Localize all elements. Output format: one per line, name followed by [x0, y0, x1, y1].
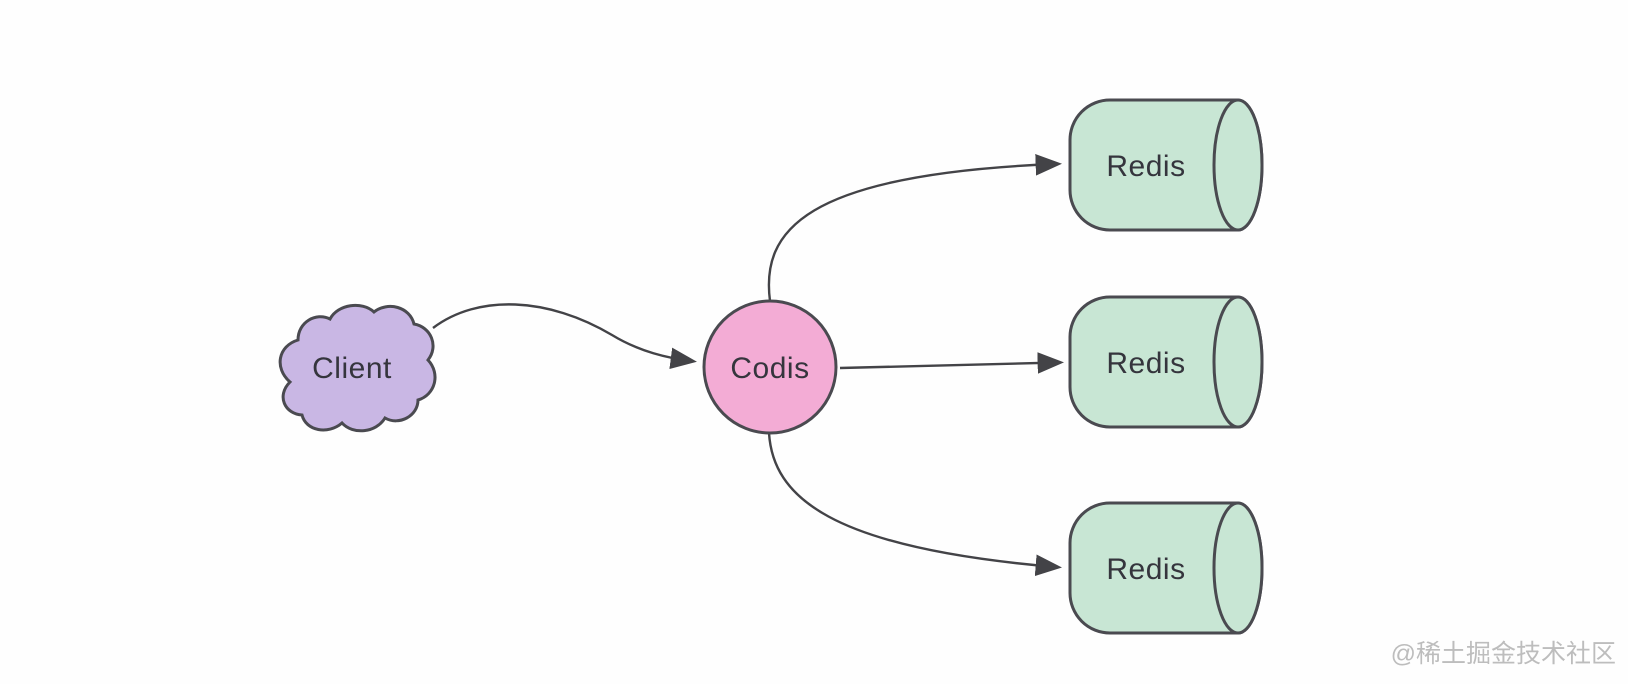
client-label: Client: [312, 352, 392, 385]
redis-label-1: Redis: [1106, 150, 1185, 183]
redis-label-2: Redis: [1106, 347, 1185, 380]
redis-cylinder-cap-3: [1212, 501, 1264, 635]
codis-label: Codis: [730, 352, 809, 385]
client-cloud-shape: [278, 303, 437, 433]
arrow-codis-to-redis1: [767, 154, 1062, 302]
redis-label-3: Redis: [1106, 553, 1185, 586]
watermark: @稀土掘金技术社区: [1391, 640, 1616, 668]
codis-circle-shape: [702, 299, 838, 435]
redis-node-3: Redis: [1068, 501, 1264, 635]
redis-cylinder-cap-2: [1212, 295, 1264, 429]
redis-cylinder-cap-1: [1212, 98, 1264, 232]
arrow-codis-to-redis2: [839, 352, 1064, 374]
redis-node-2: Redis: [1068, 295, 1264, 429]
client-node: [278, 303, 437, 433]
redis-node-1: Redis: [1068, 98, 1264, 232]
arrow-codis-to-redis3: [767, 432, 1062, 577]
arrow-client-to-codis: [432, 303, 697, 370]
